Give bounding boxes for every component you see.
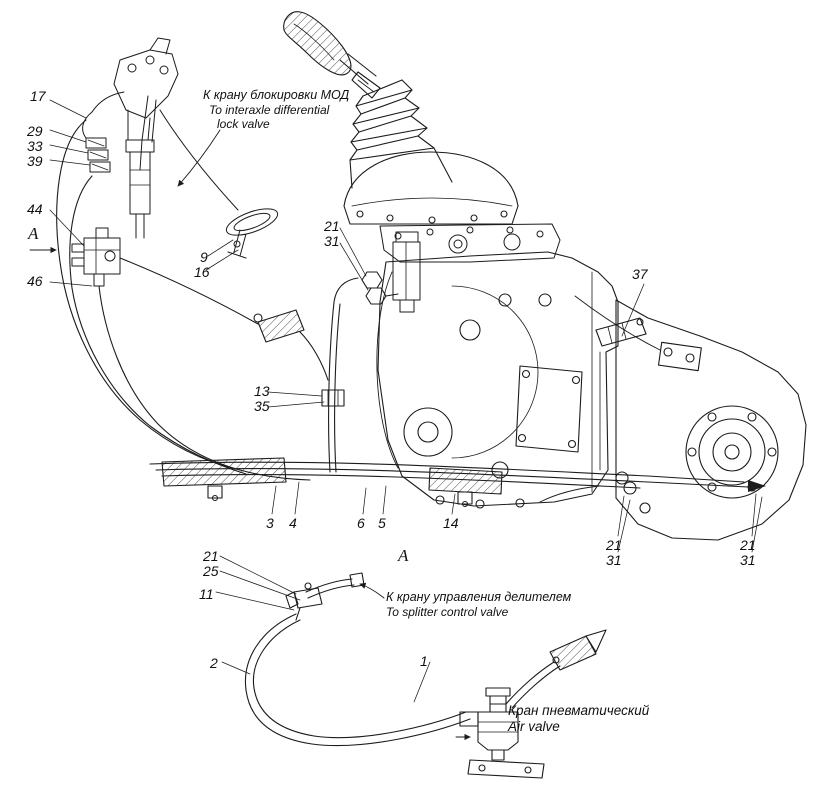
callout-14: 14 [443,515,459,531]
callout-4: 4 [289,515,297,531]
section-view-a: А [398,546,409,565]
callout-33: 33 [27,138,43,154]
callout-5: 5 [378,515,386,531]
callout-21-right: 21 [740,537,756,553]
pedal-assembly-drawing [71,37,279,287]
callout-21-mid: 21 [606,537,622,553]
callout-37: 37 [632,266,648,282]
callout-21-top: 21 [324,218,340,234]
callout-31-mid: 31 [606,552,622,568]
note-air-valve-ru: Кран пневматический [508,703,650,718]
callout-25: 25 [203,563,219,579]
air-valve-subdiagram [244,572,607,779]
splitter-housing-drawing [595,299,807,541]
note-mod-valve: К крану блокировки МОД To interaxle diff… [203,88,349,131]
callout-2: 2 [210,655,218,671]
note-mod-valve-en2: lock valve [217,116,270,131]
note-splitter-valve-en: To splitter control valve [386,604,509,619]
callout-13: 13 [254,383,270,399]
callout-39: 39 [27,153,43,169]
section-marker-a: А [28,224,39,243]
note-splitter-valve: К крану управления делителем To splitter… [386,590,571,619]
gear-lever-drawing [283,11,519,225]
callout-9: 9 [200,249,208,265]
callout-21-bottom: 21 [203,548,219,564]
callout-46: 46 [27,273,43,289]
callout-11: 11 [199,586,214,602]
note-air-valve-en: Air valve [508,718,560,734]
callout-35: 35 [254,398,270,414]
callout-1: 1 [420,653,428,669]
callout-3: 3 [266,515,274,531]
note-air-valve: Кран пневматический Air valve [508,703,649,735]
note-splitter-valve-ru: К крану управления делителем [386,590,572,604]
callout-29: 29 [27,123,43,139]
leader-lines [49,99,763,703]
tubing-drawing [56,119,766,508]
note-mod-valve-en1: To interaxle differential [209,102,330,117]
annotation-arrows [29,129,471,741]
callout-16: 16 [194,264,210,280]
callout-17: 17 [30,88,46,104]
callout-31-top: 31 [324,233,340,249]
callout-44: 44 [27,201,43,217]
note-mod-valve-ru: К крану блокировки МОД [203,88,350,102]
callout-6: 6 [357,515,365,531]
callout-31-right: 31 [740,552,756,568]
shift-tower-drawing [379,223,561,313]
